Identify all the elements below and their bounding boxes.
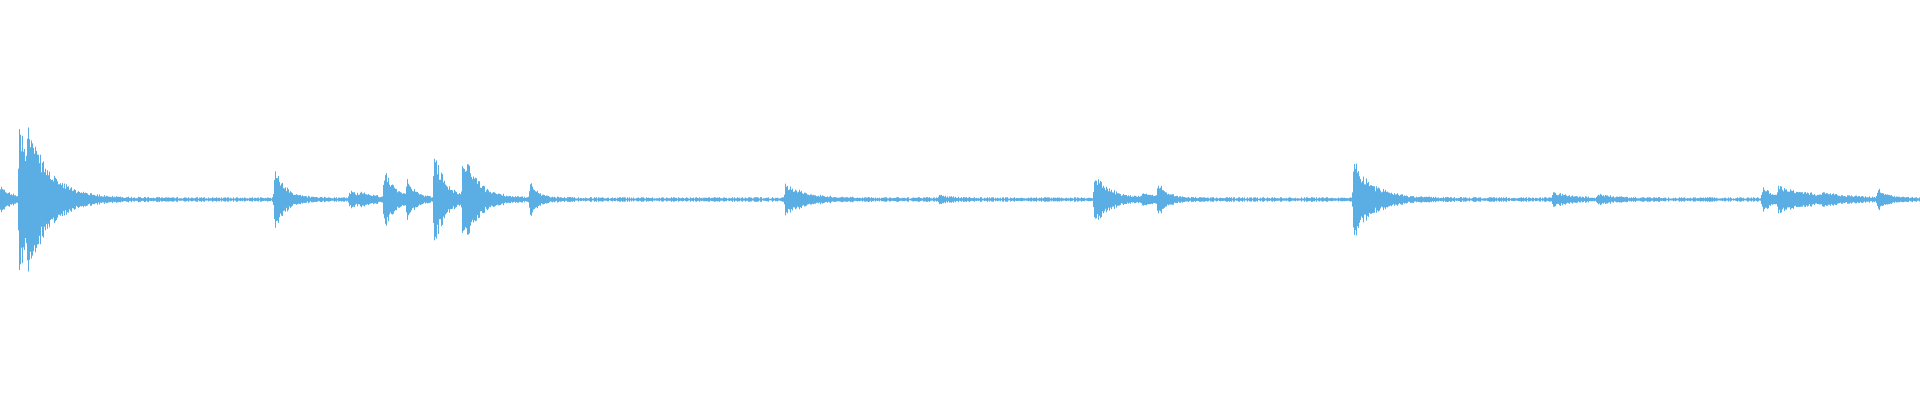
waveform-trace (0, 127, 1920, 272)
